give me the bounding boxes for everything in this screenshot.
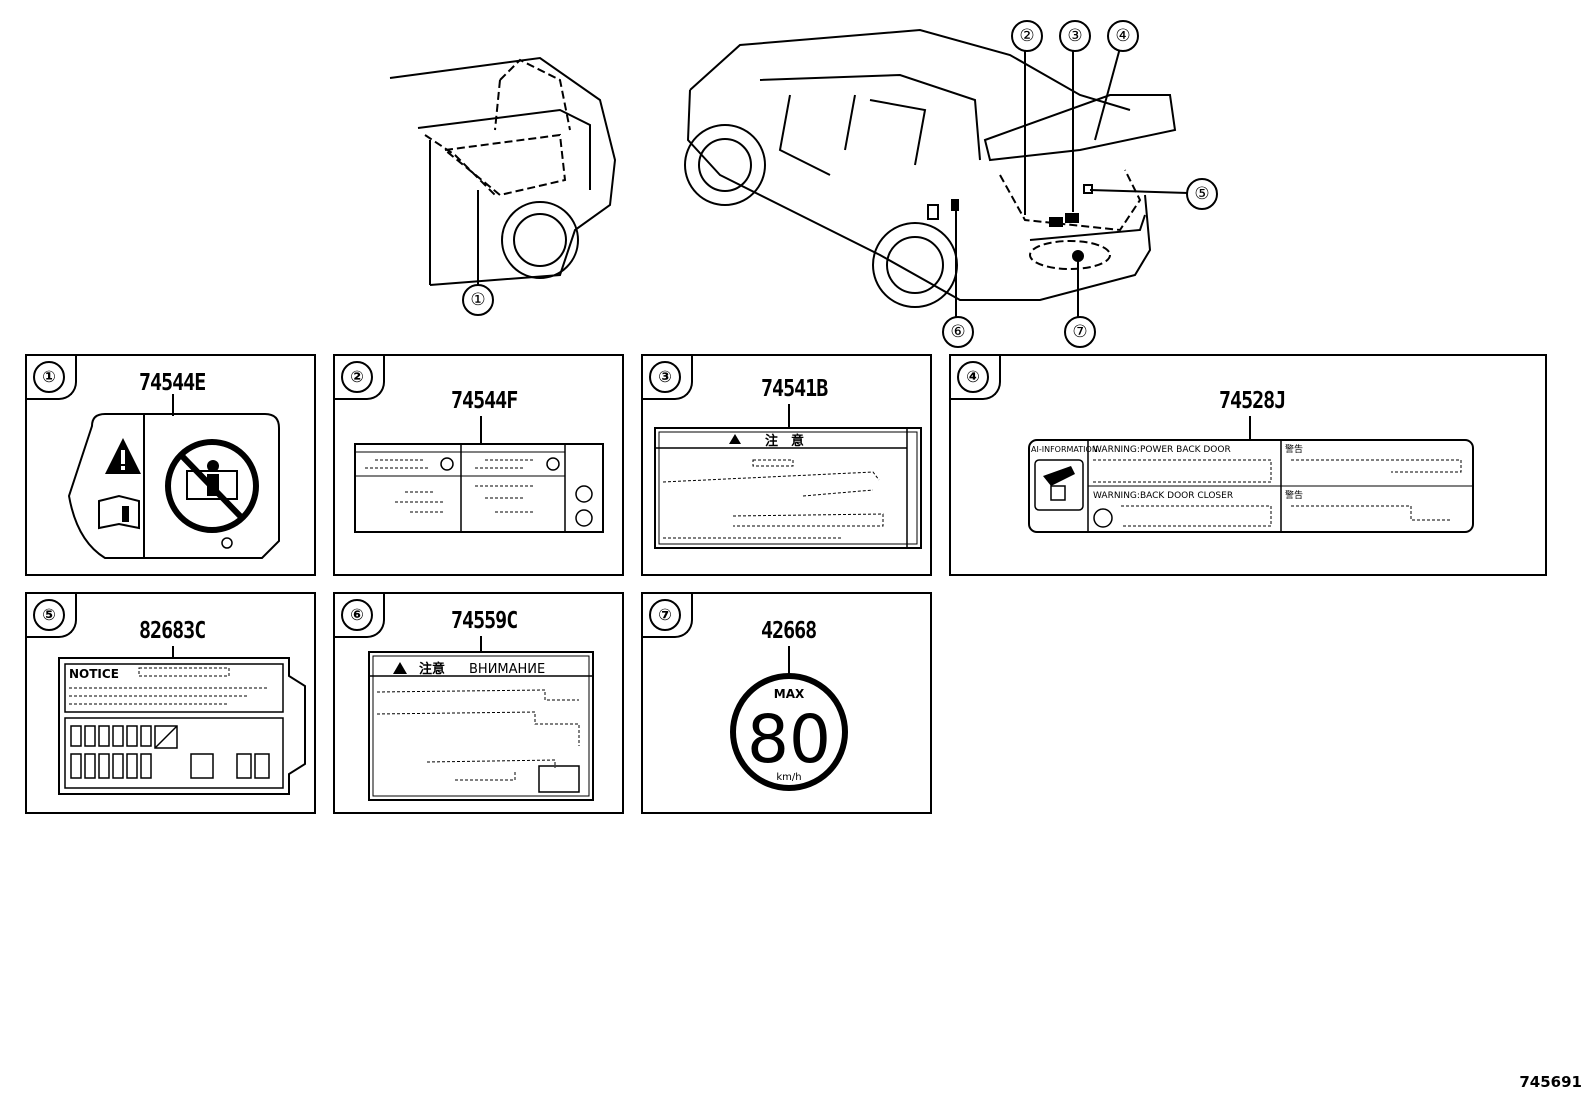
callout-2: ② xyxy=(1011,20,1043,52)
notice-heading: NOTICE xyxy=(69,667,119,681)
label-74559c: 注意 ВНИМАНИЕ xyxy=(368,636,594,801)
panel-number: ⑦ xyxy=(649,599,681,631)
diagram-id: 745691 xyxy=(1519,1073,1582,1091)
speed-limit-label: MAX 80 km/h xyxy=(730,646,848,791)
vehicle-illustrations xyxy=(389,28,1189,318)
panel-1: ① 74544E xyxy=(25,354,316,576)
label-74528j: AI-INFORMATION WARNING:POWER BACK DOOR W… xyxy=(1028,416,1474,533)
label-82683c: NOTICE xyxy=(58,646,306,795)
callout-5: ⑤ xyxy=(1186,178,1218,210)
panel-4: ④ 74528J AI-INFORMATION WARNING:POWER BA… xyxy=(949,354,1547,576)
warning-jp-2: 警告 xyxy=(1285,489,1303,501)
label-74541b: 注 意 xyxy=(654,404,922,549)
caution-jp: 注意 xyxy=(419,661,445,677)
max-text: MAX xyxy=(774,687,805,701)
callout-3: ③ xyxy=(1059,20,1091,52)
part-code: 74544E xyxy=(139,368,206,396)
label-74544e xyxy=(67,394,280,559)
panel-number-tab xyxy=(335,594,385,638)
speed-unit: km/h xyxy=(776,772,801,783)
part-code: 74541B xyxy=(761,374,828,402)
panel-3: ③ 74541B 注 意 xyxy=(641,354,932,576)
part-code: 82683C xyxy=(139,616,206,644)
panel-number-tab xyxy=(27,594,77,638)
cargo-area-illustration xyxy=(389,56,617,286)
part-code: 74528J xyxy=(1219,386,1286,414)
label-74544f xyxy=(354,416,604,533)
panel-2: ② 74544F xyxy=(333,354,624,576)
warning-power: WARNING:POWER BACK DOOR xyxy=(1093,445,1231,455)
panel-number-tab xyxy=(27,356,77,400)
caution-ru: ВНИМАНИЕ xyxy=(469,662,545,677)
callout-7: ⑦ xyxy=(1064,316,1096,348)
panel-number: ① xyxy=(33,361,65,393)
panel-number-tab xyxy=(643,594,693,638)
part-code: 74559C xyxy=(451,606,518,634)
speed-value: 80 xyxy=(747,701,831,778)
panel-number: ⑤ xyxy=(33,599,65,631)
warning-jp-1: 警告 xyxy=(1285,443,1303,455)
panel-number: ③ xyxy=(649,361,681,393)
panel-number: ④ xyxy=(957,361,989,393)
panel-number: ② xyxy=(341,361,373,393)
part-code: 74544F xyxy=(451,386,518,414)
callout-4: ④ xyxy=(1107,20,1139,52)
panel-7: ⑦ 42668 MAX 80 km/h xyxy=(641,592,932,814)
panel-number: ⑥ xyxy=(341,599,373,631)
callout-6: ⑥ xyxy=(942,316,974,348)
panel-6: ⑥ 74559C 注意 ВНИМАНИЕ xyxy=(333,592,624,814)
warning-close: WARNING:BACK DOOR CLOSER xyxy=(1093,491,1233,501)
caution-heading: 注 意 xyxy=(765,433,804,449)
info-tag: AI-INFORMATION xyxy=(1031,445,1098,454)
panel-number-tab xyxy=(643,356,693,400)
callout-1: ① xyxy=(462,284,494,316)
panel-5: ⑤ 82683C NOTICE xyxy=(25,592,316,814)
panel-number-tab xyxy=(951,356,1001,400)
vehicle-rear-illustration xyxy=(684,28,1177,308)
part-code: 42668 xyxy=(761,616,817,644)
panel-number-tab xyxy=(335,356,385,400)
